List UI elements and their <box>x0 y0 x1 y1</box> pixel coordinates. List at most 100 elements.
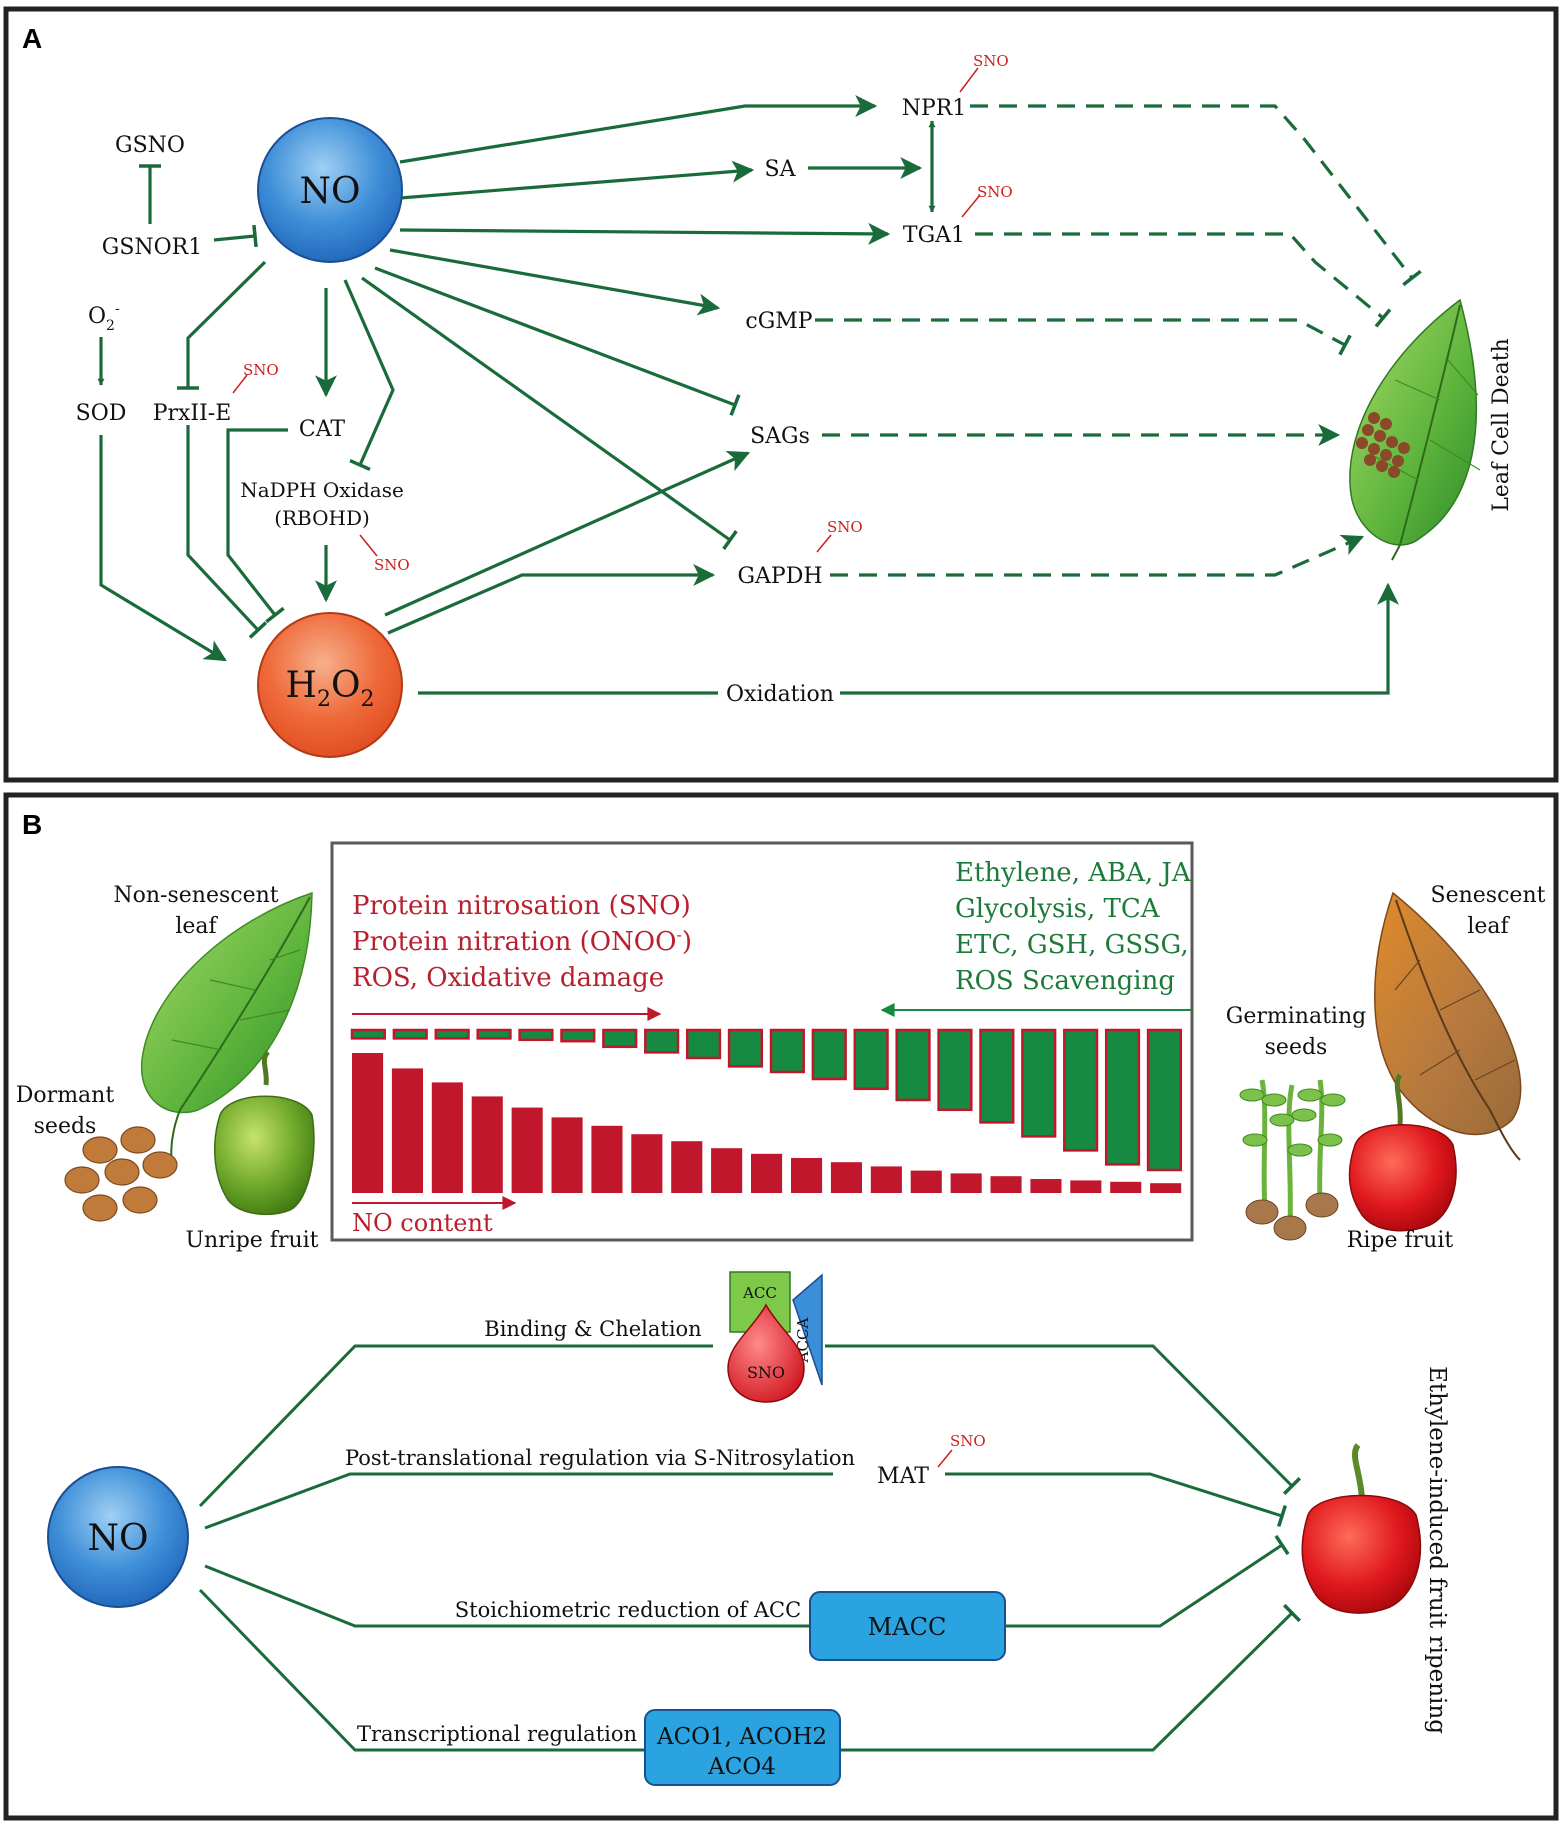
macc-label: MACC <box>868 1613 947 1641</box>
red-line-2: Protein nitration (ONOO-) <box>352 925 692 957</box>
red-bar <box>391 1068 423 1193</box>
o2-label: O2- <box>88 301 120 334</box>
h2o2-sub2: 2 <box>360 687 374 712</box>
gsnor1-label: GSNOR1 <box>102 235 203 260</box>
aco-box <box>644 1709 841 1786</box>
panel-a-dashed-edges <box>815 104 1422 577</box>
h2o2-h: H <box>286 665 317 706</box>
red-bars <box>352 1053 1182 1193</box>
leaf-icon <box>1349 298 1481 561</box>
non-senescent-leaf-icon <box>140 891 313 1166</box>
sno-tag-nadph: SNO <box>374 556 410 574</box>
panel-a-letter: A <box>22 23 42 54</box>
sags-label: SAGs <box>750 424 810 449</box>
senescent-label-2: leaf <box>1467 914 1510 939</box>
non-senescent-label-1: Non-senescent <box>113 883 278 908</box>
green-line-3: ETC, GSH, GSSG, <box>955 930 1189 960</box>
green-bar <box>685 1028 722 1060</box>
sno-drop <box>727 1303 805 1403</box>
gapdh-label: GAPDH <box>737 564 822 589</box>
h2o2-circle <box>257 612 403 758</box>
red-line-2-close: ) <box>682 927 692 957</box>
senescent-leaf-icon <box>1374 891 1522 1161</box>
red-bar <box>1030 1179 1062 1193</box>
red-bar <box>1070 1180 1102 1193</box>
acc-sno-complex-icon: ACC ACCA SNO <box>727 1271 823 1403</box>
macc-box <box>809 1591 1006 1661</box>
acc-label: ACC <box>742 1284 777 1302</box>
o2-sup: - <box>115 301 120 317</box>
green-bars <box>350 1028 1183 1172</box>
green-bar <box>979 1028 1015 1124</box>
cgmp-label: cGMP <box>745 309 812 334</box>
prx-label: PrxII-E <box>153 401 232 426</box>
unripe-fruit-label: Unripe fruit <box>185 1228 318 1253</box>
h2o2-sub1: 2 <box>317 687 331 712</box>
aco-label-2: ACO4 <box>707 1754 776 1780</box>
binding-label: Binding & Chelation <box>484 1317 701 1341</box>
green-bar <box>434 1028 470 1040</box>
dormant-label-1: Dormant <box>16 1083 115 1108</box>
no-label: NO <box>299 171 360 212</box>
red-bar <box>471 1096 503 1193</box>
sa-label: SA <box>765 157 797 182</box>
sno-tag-tga1: SNO <box>977 183 1013 201</box>
red-bar <box>830 1162 862 1193</box>
npr1-label: NPR1 <box>902 96 967 121</box>
red-line-2-sup: - <box>676 925 681 944</box>
green-bar <box>1021 1028 1057 1138</box>
o2-sub: 2 <box>106 318 115 334</box>
no-circle <box>257 117 403 263</box>
mat-label: MAT <box>877 1464 929 1489</box>
ptr-label: Post-translational regulation via S-Nitr… <box>345 1446 855 1470</box>
unripe-pepper-icon <box>214 1050 315 1216</box>
ripening-pepper-icon <box>1301 1443 1422 1614</box>
red-bar <box>711 1148 743 1193</box>
ripening-label: Ethylene-induced fruit ripening <box>1424 1366 1450 1734</box>
green-bar <box>769 1028 805 1074</box>
green-bar <box>392 1028 428 1040</box>
green-bar <box>937 1028 973 1112</box>
red-bar <box>352 1053 384 1193</box>
leaf-cell-death-label: Leaf Cell Death <box>1489 338 1514 512</box>
red-bar <box>551 1117 583 1193</box>
green-bar <box>727 1028 764 1068</box>
green-bar <box>560 1028 596 1043</box>
red-line-1: Protein nitrosation (SNO) <box>352 891 691 921</box>
panel-a-sno-tags: SNO SNO SNO SNO SNO <box>232 52 1013 574</box>
green-bar <box>518 1028 554 1042</box>
red-bar <box>950 1173 982 1193</box>
red-bar <box>1110 1181 1142 1193</box>
sno-drop-label: SNO <box>747 1363 785 1382</box>
no-label-b: NO <box>87 1518 148 1559</box>
sno-tag-npr1: SNO <box>973 52 1009 70</box>
cat-label: CAT <box>299 417 346 442</box>
mat-sno-tag: SNO <box>950 1432 986 1450</box>
ripe-fruit-label: Ripe fruit <box>1347 1228 1454 1253</box>
red-line-3: ROS, Oxidative damage <box>352 963 664 993</box>
h2o2-label: H2O2 <box>286 665 375 712</box>
oxidation-label: Oxidation <box>726 682 834 707</box>
transcr-label: Transcriptional regulation <box>357 1722 637 1746</box>
no-circle-b <box>47 1466 189 1608</box>
nadph-label-2: (RBOHD) <box>274 506 370 530</box>
green-bar <box>1146 1028 1183 1172</box>
green-bar <box>811 1028 847 1081</box>
red-bar <box>631 1134 663 1193</box>
acca-wedge <box>792 1273 823 1386</box>
green-bar <box>350 1028 386 1040</box>
red-bar <box>591 1125 623 1193</box>
sno-tag-prx: SNO <box>243 361 279 379</box>
red-bar <box>791 1158 823 1193</box>
germinating-seeds-icon <box>1239 1079 1346 1241</box>
germinating-label-2: seeds <box>1265 1035 1328 1060</box>
green-line-1: Ethylene, ABA, JA <box>955 858 1192 888</box>
stoich-label: Stoichiometric reduction of ACC <box>455 1598 801 1622</box>
red-bar <box>751 1153 783 1193</box>
red-bar <box>990 1176 1022 1193</box>
nadph-label-1: NaDPH Oxidase <box>240 478 404 502</box>
red-line-2-main: Protein nitration (ONOO <box>352 927 676 957</box>
tga1-label: TGA1 <box>903 223 965 248</box>
dormant-seeds-icon <box>64 1126 178 1222</box>
dormant-label-2: seeds <box>34 1114 97 1139</box>
